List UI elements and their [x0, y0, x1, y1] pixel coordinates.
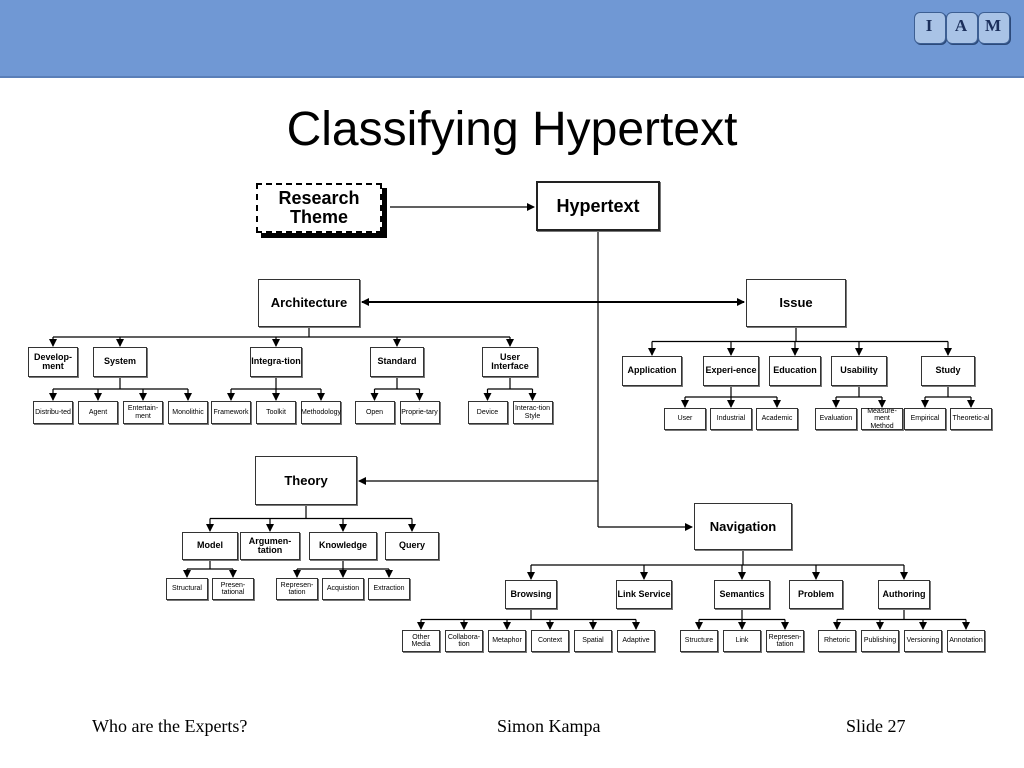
node-knowledge: Knowledge — [309, 532, 377, 560]
node-collabora-tion: Collabora-tion — [445, 630, 483, 652]
node-authoring: Authoring — [878, 580, 930, 609]
node-application: Application — [622, 356, 682, 386]
node-other-media: Other Media — [402, 630, 440, 652]
node-publishing: Publishing — [861, 630, 899, 652]
node-argumen-tation: Argumen-tation — [240, 532, 300, 560]
node-open: Open — [354, 401, 395, 424]
node-architecture: Architecture — [258, 279, 360, 327]
header-bar: I A M — [0, 0, 1024, 78]
node-structure: Structure — [680, 630, 718, 652]
node-toolkit: Toolkit — [256, 401, 296, 424]
node-link-service: Link Service — [616, 580, 672, 609]
node-represen-tation: Represen-tation — [766, 630, 804, 652]
node-system: System — [93, 347, 147, 377]
logo-letter-m: M — [984, 16, 1002, 35]
node-distribu-ted: Distribu-ted — [33, 401, 73, 424]
node-education: Education — [769, 356, 821, 386]
node-acquistion: Acquistion — [322, 578, 364, 600]
node-study: Study — [921, 356, 975, 386]
footer-right: Slide 27 — [846, 716, 906, 736]
node-integra-tion: Integra-tion — [250, 347, 302, 377]
node-theory: Theory — [255, 456, 357, 505]
node-issue: Issue — [746, 279, 846, 327]
puzzle-piece-icon — [946, 12, 978, 44]
node-extraction: Extraction — [368, 578, 410, 600]
puzzle-piece-icon — [978, 12, 1010, 44]
node-evaluation: Evaluation — [815, 408, 857, 430]
iam-logo: I A M — [906, 8, 1016, 50]
node-monolithic: Monolithic — [168, 401, 208, 424]
logo-letter-a: A — [954, 16, 968, 35]
node-empirical: Empirical — [904, 408, 946, 430]
node-navigation: Navigation — [694, 503, 792, 550]
node-theoretic-al: Theoretic-al — [950, 408, 992, 430]
node-standard: Standard — [370, 347, 424, 377]
node-user-interface: User Interface — [482, 347, 538, 377]
node-context: Context — [531, 630, 569, 652]
node-hypertext: Hypertext — [536, 181, 660, 231]
node-academic: Academic — [756, 408, 798, 430]
slide-footer: Who are the Experts? Simon Kampa Slide 2… — [0, 716, 1024, 740]
node-rhetoric: Rhetoric — [818, 630, 856, 652]
node-versioning: Versioning — [904, 630, 942, 652]
node-agent: Agent — [78, 401, 118, 424]
node-user: User — [664, 408, 706, 430]
node-framework: Framework — [211, 401, 251, 424]
node-spatial: Spatial — [574, 630, 612, 652]
node-industrial: Industrial — [710, 408, 752, 430]
node-annotation: Annotation — [947, 630, 985, 652]
node-develop-ment: Develop-ment — [28, 347, 78, 377]
slide-title: Classifying Hypertext — [286, 103, 738, 156]
node-proprie-tary: Proprie-tary — [399, 401, 440, 424]
node-presen-tational: Presen-tational — [212, 578, 254, 600]
footer-left: Who are the Experts? — [92, 716, 248, 736]
node-usability: Usability — [831, 356, 887, 386]
node-model: Model — [182, 532, 238, 560]
node-represen-tation: Represen-tation — [276, 578, 318, 600]
node-browsing: Browsing — [505, 580, 557, 609]
node-semantics: Semantics — [714, 580, 770, 609]
logo-letter-i: I — [925, 16, 933, 35]
node-interac-tion-style: Interac-tion Style — [512, 401, 553, 424]
node-structural: Structural — [166, 578, 208, 600]
node-entertain-ment: Entertain-ment — [123, 401, 163, 424]
node-experi-ence: Experi-ence — [703, 356, 759, 386]
puzzle-piece-icon — [914, 12, 946, 44]
node-methodology: Methodology — [301, 401, 341, 424]
footer-center: Simon Kampa — [497, 716, 601, 736]
node-measure-ment-method: Measure-ment Method — [861, 408, 903, 430]
node-problem: Problem — [789, 580, 843, 609]
node-adaptive: Adaptive — [617, 630, 655, 652]
node-research-theme: Research Theme — [256, 183, 382, 233]
node-query: Query — [385, 532, 439, 560]
node-metaphor: Metaphor — [488, 630, 526, 652]
node-link: Link — [723, 630, 761, 652]
node-device: Device — [467, 401, 508, 424]
